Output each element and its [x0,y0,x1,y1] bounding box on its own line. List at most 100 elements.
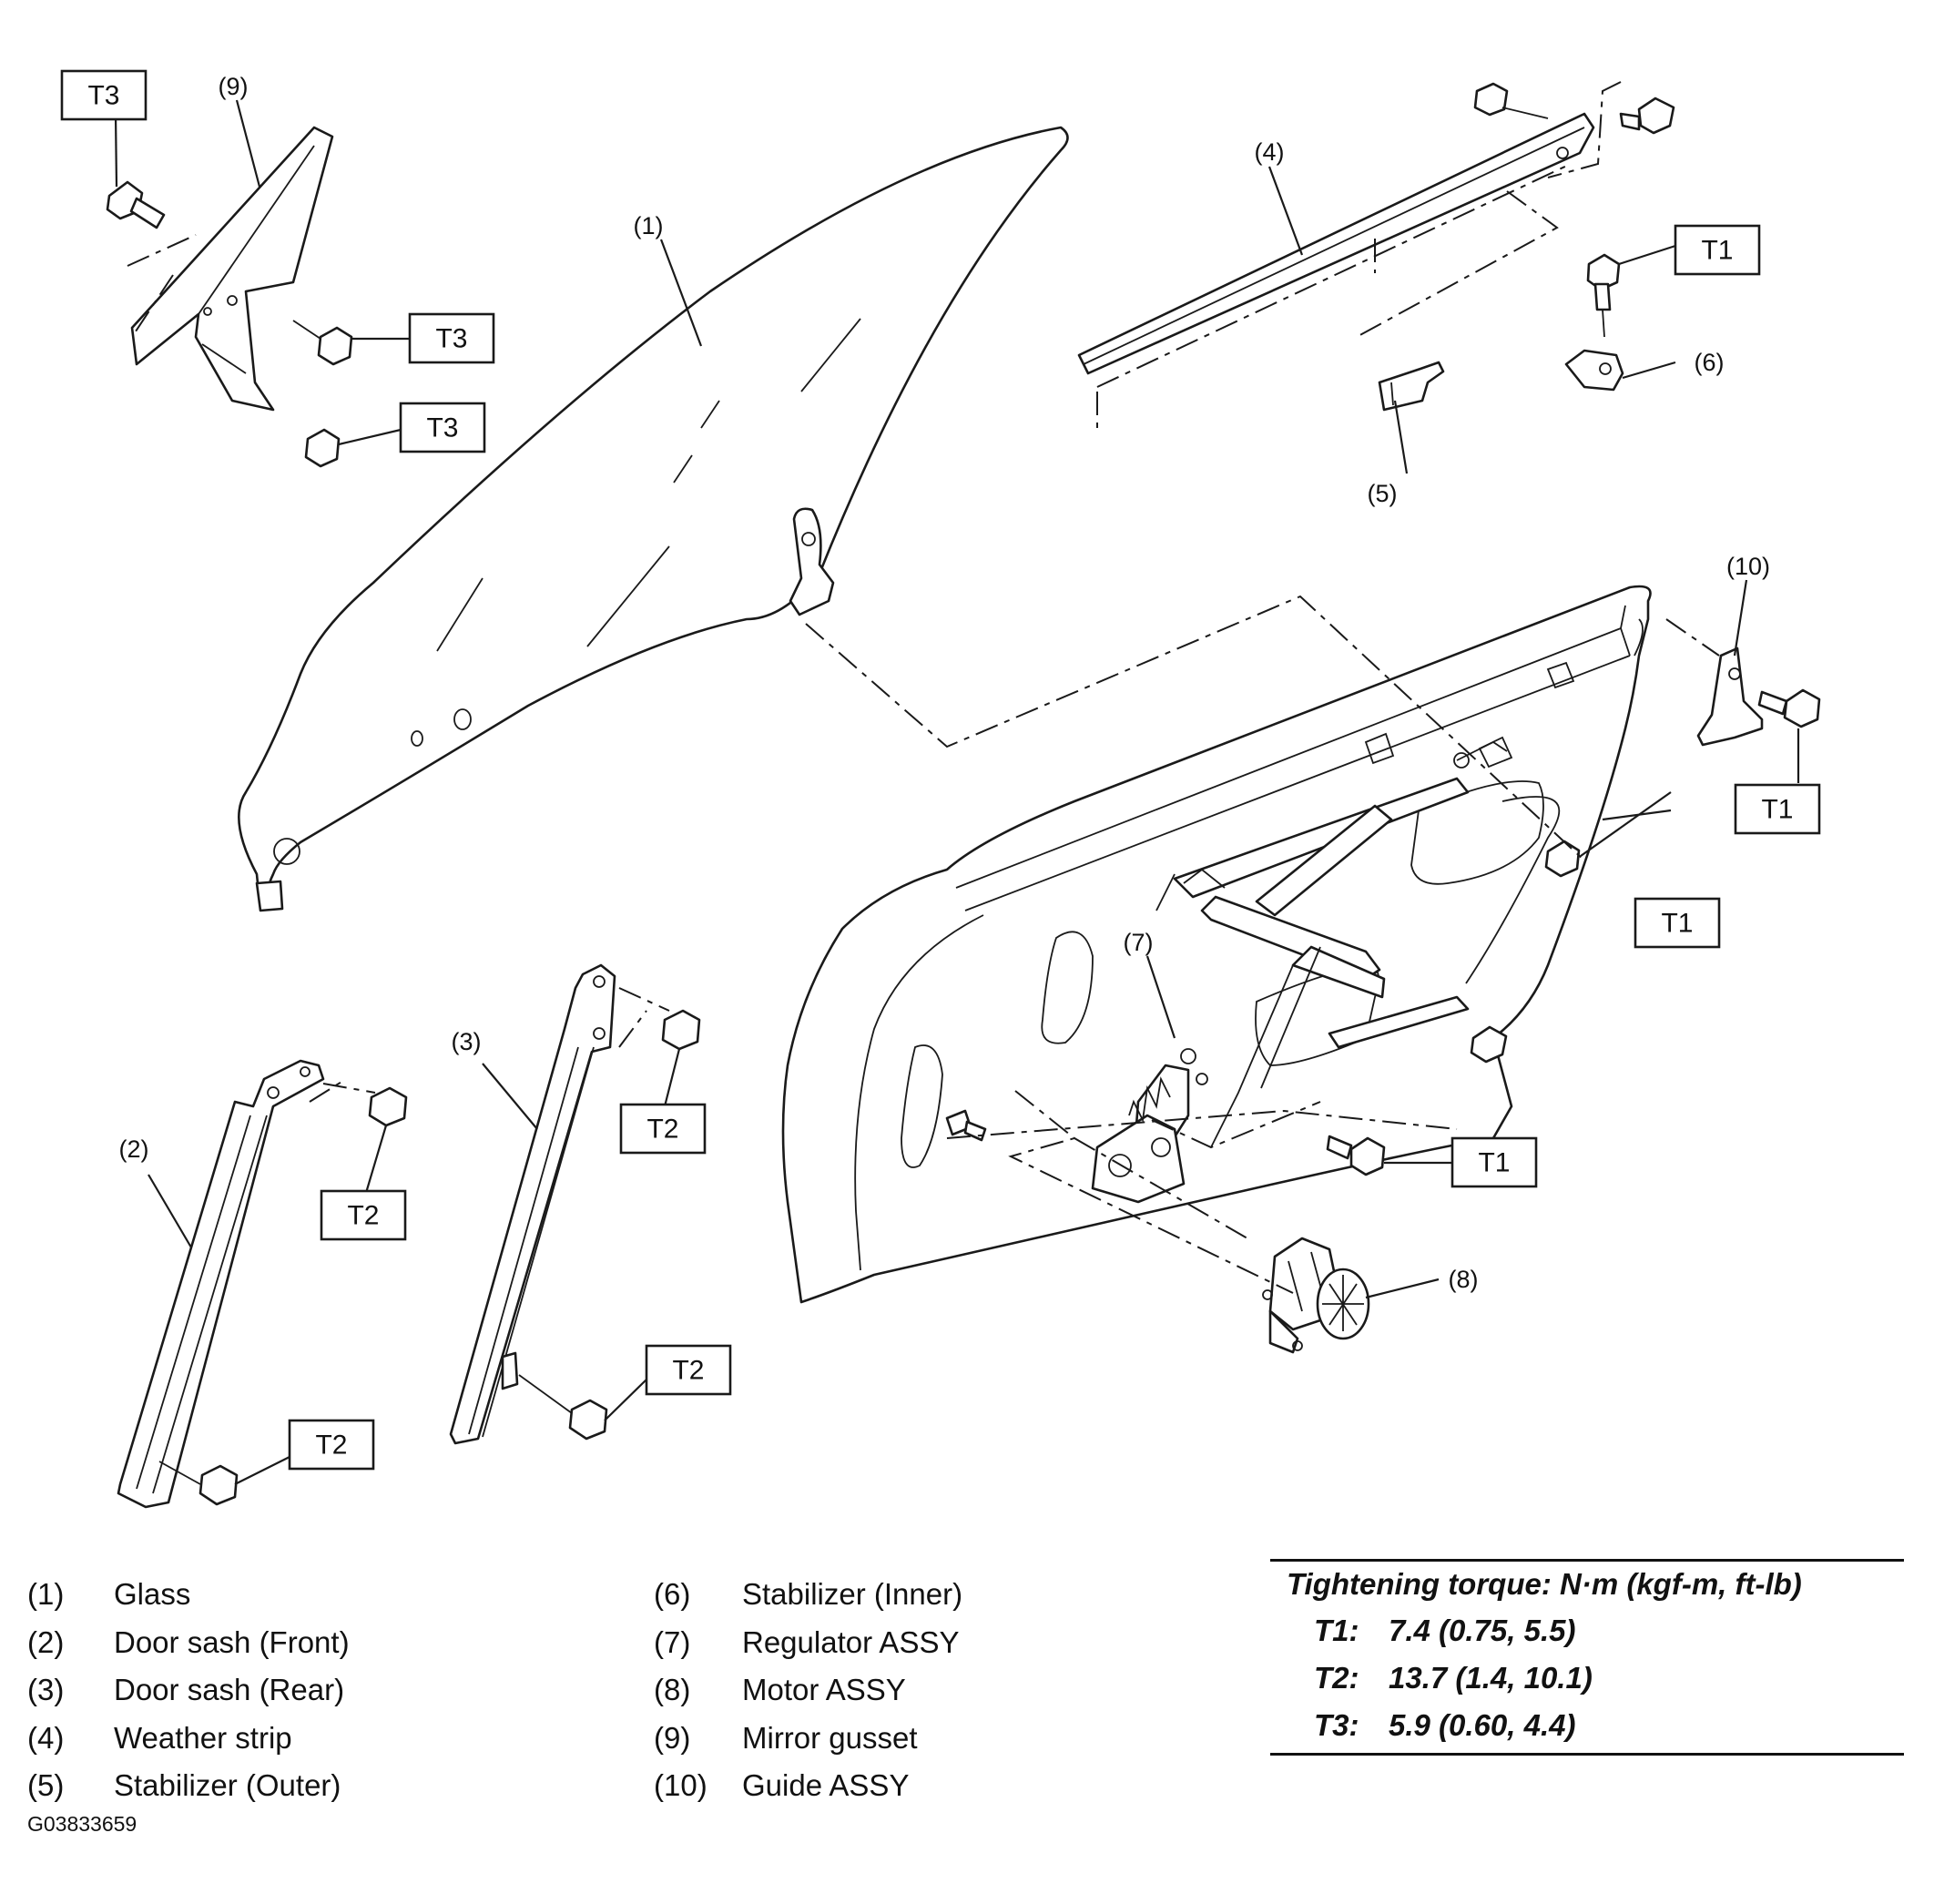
legend-part-name: Mirror gusset [742,1720,918,1755]
mirror-gusset [127,126,334,412]
torque-title: Tightening torque: N·m (kgf-m, ft-lb) [1287,1567,1802,1601]
legend-item: (3) Door sash (Rear) [27,1666,537,1715]
motor-assy [1262,1237,1370,1354]
guide-bolt [1757,688,1821,728]
svg-text:T2: T2 [315,1431,347,1461]
sash-rear-nut-lower [518,1374,608,1441]
legend-part-name: Guide ASSY [742,1768,910,1803]
stabilizer-inner [1564,349,1624,392]
callout-5: (5) [1368,480,1398,507]
door-sash-rear [449,963,670,1445]
torque-box-t3-mid: T3 [408,312,495,364]
torque-box-t2-rear-lower: T2 [645,1344,732,1396]
legend-part-name: Motor ASSY [742,1673,906,1707]
parts-legend: (1) Glass (2) Door sash (Front) (3) Door… [27,1571,983,1807]
callout-4: (4) [1255,138,1285,166]
torque-key: T2: [1314,1661,1359,1695]
regulator-assy [1091,740,1508,1204]
svg-text:T1: T1 [1478,1148,1510,1178]
svg-text:T3: T3 [87,81,119,111]
torque-box-t2-front-lower: T2 [288,1419,375,1471]
legend-part-name: Stabilizer (Inner) [742,1577,963,1612]
legend-number: (7) [654,1624,691,1659]
legend-item: (6) Stabilizer (Inner) [654,1571,1029,1619]
stabilizer-inner-bolt [1586,253,1621,338]
sash-front-nut-lower [158,1461,239,1506]
legend-number: (8) [654,1673,691,1707]
svg-text:T1: T1 [1661,909,1693,939]
legend-part-name: Door sash (Front) [114,1624,350,1659]
legend-part-name: Weather strip [114,1720,292,1755]
callout-labels: (1) (2) (3) (4) (5) (6) (7) (8) (9) (10) [119,73,1771,1293]
svg-text:T2: T2 [672,1356,704,1386]
torque-top-rule [1270,1559,1904,1562]
svg-text:T1: T1 [1701,236,1733,266]
svg-text:T2: T2 [646,1115,678,1145]
torque-box-t2-front-upper: T2 [320,1189,407,1241]
torque-key: T1: [1314,1614,1359,1647]
weather-strip-screw [1619,97,1675,135]
gusset-nut-upper [292,320,353,366]
svg-text:T3: T3 [435,324,467,354]
callout-6: (6) [1695,349,1725,376]
legend-item: (1) Glass [27,1571,537,1619]
sash-front-nut-upper [368,1086,408,1127]
svg-text:T2: T2 [347,1201,379,1231]
callout-10: (10) [1726,553,1770,580]
door-inner-panel [781,585,1652,1304]
legend-item: (10) Guide ASSY [654,1762,1029,1810]
tightening-torque-table: Tightening torque: N·m (kgf-m, ft-lb) T1… [1270,1559,1904,1756]
legend-column-left: (1) Glass (2) Door sash (Front) (3) Door… [27,1571,537,1810]
callout-7: (7) [1124,929,1154,956]
legend-part-name: Regulator ASSY [742,1624,960,1659]
svg-text:T1: T1 [1761,795,1793,825]
legend-part-name: Glass [114,1577,191,1612]
legend-number: (1) [27,1577,65,1612]
torque-box-t1-guide: T1 [1734,783,1821,835]
sash-rear-nut-upper [661,1009,701,1051]
weather-strip-clip [1473,82,1549,119]
legend-number: (9) [654,1720,691,1755]
callout-8: (8) [1449,1266,1479,1293]
torque-box-t1-regulator: T1 [1634,897,1721,949]
legend-number: (5) [27,1768,65,1803]
gusset-nut-lower [304,428,341,468]
regulator-bolts [945,840,1581,1176]
torque-row: T3: 5.9 (0.60, 4.4) [1270,1702,1904,1749]
torque-box-t3-top: T3 [60,69,148,121]
legend-item: (5) Stabilizer (Outer) [27,1762,537,1810]
leader-lines [114,99,1800,1485]
torque-bottom-rule [1270,1753,1904,1756]
callout-2: (2) [119,1135,149,1163]
callout-3: (3) [452,1028,482,1055]
torque-row: T2: 13.7 (1.4, 10.1) [1270,1655,1904,1702]
door-glass [238,126,1069,912]
exploded-door-glass-diagram: (1) (2) (3) (4) (5) (6) (7) (8) (9) (10)… [60,69,1821,1509]
legend-number: (2) [27,1624,65,1659]
torque-box-t2-rear-upper: T2 [619,1103,707,1155]
legend-number: (3) [27,1673,65,1707]
figure-id: G03833659 [27,1812,137,1836]
torque-box-t3-bottom: T3 [399,402,486,453]
legend-item: (7) Regulator ASSY [654,1619,1029,1667]
guide-assy [1665,618,1764,747]
legend-number: (6) [654,1577,691,1612]
legend-number: (4) [27,1720,65,1755]
legend-item: (4) Weather strip [27,1715,537,1763]
weather-strip [1077,81,1622,428]
stabilizer-outer [1378,361,1445,412]
torque-value: 13.7 (1.4, 10.1) [1389,1661,1593,1695]
legend-item: (2) Door sash (Front) [27,1619,537,1667]
legend-item: (9) Mirror gusset [654,1715,1029,1763]
callout-9: (9) [219,73,249,100]
callout-1: (1) [634,212,664,239]
legend-column-right: (6) Stabilizer (Inner) (7) Regulator ASS… [654,1571,1029,1810]
gusset-bolt [106,180,166,229]
legend-part-name: Door sash (Rear) [114,1673,345,1707]
legend-number: (10) [654,1768,707,1803]
torque-row: T1: 7.4 (0.75, 5.5) [1270,1607,1904,1655]
legend-part-name: Stabilizer (Outer) [114,1768,341,1803]
torque-key: T3: [1314,1708,1359,1742]
svg-text:T3: T3 [426,413,458,443]
legend-item: (8) Motor ASSY [654,1666,1029,1715]
